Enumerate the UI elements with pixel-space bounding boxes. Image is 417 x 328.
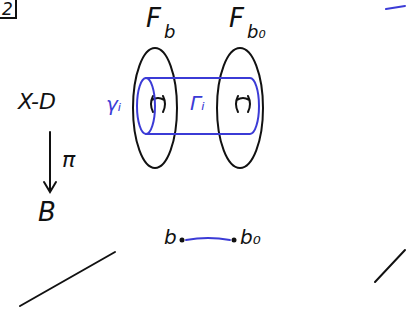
fiber-outline: [133, 48, 177, 168]
base-point: [232, 238, 237, 243]
projection-arrow: [49, 132, 51, 190]
section-number: 2: [2, 0, 13, 19]
fiber-symbol: F: [229, 4, 244, 33]
point-name: b₀: [240, 226, 261, 248]
base-space: B: [38, 198, 56, 227]
fiber-outline: [217, 48, 263, 168]
corner-bracket: [0, 0, 16, 18]
fiber-subscript: b₀: [247, 22, 266, 42]
cylinder-name: Γᵢ: [190, 92, 205, 114]
point-name: b: [164, 226, 177, 248]
plane-edge: [20, 252, 115, 306]
base-point: [180, 238, 185, 243]
fiber-hole: [236, 96, 250, 112]
loop-name: γᵢ: [106, 93, 121, 115]
total-space: X-D: [18, 90, 56, 114]
fiber-subscript: b: [164, 22, 175, 42]
loop-gamma: [137, 78, 155, 134]
plane-edge: [375, 250, 405, 282]
fiber-hole: [151, 96, 165, 112]
arrowhead: [44, 182, 56, 192]
map-name: π: [62, 148, 75, 172]
base-path: [186, 238, 230, 240]
fiber-symbol: F: [146, 4, 161, 33]
blue-mark: [386, 6, 405, 9]
cylinder-gamma: [146, 78, 259, 134]
